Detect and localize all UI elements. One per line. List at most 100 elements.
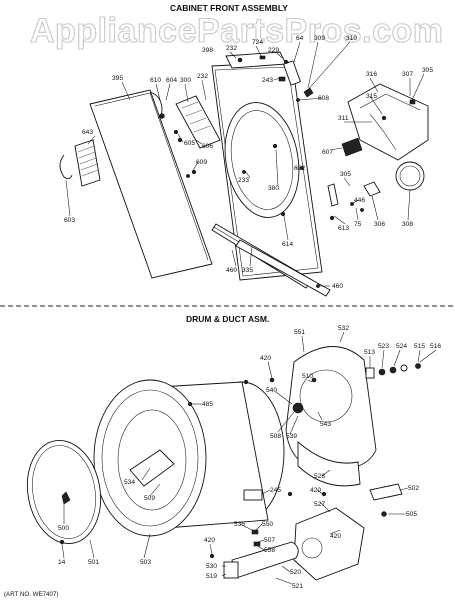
part-label: 420	[310, 487, 321, 494]
part-label: 524	[396, 343, 407, 350]
cabinet-front-assembly	[59, 51, 429, 297]
lint-duct	[347, 83, 429, 161]
part-label: 310	[346, 35, 357, 42]
part-label: 232	[197, 73, 208, 80]
part-label: 608	[318, 95, 329, 102]
front-panel	[89, 89, 213, 279]
part-label: 543	[320, 421, 331, 428]
part-label: 519	[206, 573, 217, 580]
part-label: 609	[196, 159, 207, 166]
part-label: 420	[330, 533, 341, 540]
part-label: 534	[124, 479, 135, 486]
part-label: 420	[260, 355, 271, 362]
part-label: 308	[402, 221, 413, 228]
thermostat	[243, 489, 263, 501]
part-label: 420	[204, 537, 215, 544]
part-label: 503	[140, 559, 151, 566]
part-label: 509	[144, 495, 155, 502]
part-label: 539	[286, 433, 297, 440]
part-label: 500	[58, 525, 69, 532]
part-label: 507	[264, 537, 275, 544]
part-labels-bottom: 551 532 420 513 523 524 515 516 510 540 …	[58, 325, 441, 590]
drum-shaft	[292, 402, 304, 414]
heater-element	[231, 541, 299, 579]
part-label: 309	[314, 35, 325, 42]
bracket-502	[369, 483, 403, 501]
section-title-cabinet-front: CABINET FRONT ASSEMBLY	[170, 3, 288, 13]
part-label: 643	[82, 129, 93, 136]
part-label: 551	[294, 329, 305, 336]
part-label: 614	[282, 241, 293, 248]
part-label: 605	[184, 140, 195, 147]
heater-duct	[297, 441, 361, 487]
part-label: 603	[64, 217, 75, 224]
part-label: 460	[226, 267, 237, 274]
vent-grille	[74, 139, 101, 187]
leader-lines	[61, 41, 437, 585]
part-label: 515	[414, 343, 425, 350]
part-label: 306	[374, 221, 385, 228]
part-label: 316	[366, 71, 377, 78]
part-label: 307	[402, 71, 413, 78]
part-label: 558	[264, 547, 275, 554]
drum-baffle	[129, 449, 175, 487]
part-label: 535	[234, 521, 245, 528]
door-catch	[327, 183, 339, 207]
part-label: 505	[406, 511, 417, 518]
part-label: 521	[292, 583, 303, 590]
door-switch	[159, 113, 165, 119]
part-label: 485	[202, 401, 213, 408]
part-label: 380	[268, 185, 279, 192]
part-label: 513	[364, 349, 375, 356]
part-label: 516	[430, 343, 441, 350]
watermark-text: AppliancePartsPros.com	[30, 12, 443, 50]
part-label: 527	[314, 501, 325, 508]
part-label: 610	[150, 77, 161, 84]
lint-filter-housing	[175, 95, 221, 149]
part-label: 550	[262, 521, 273, 528]
part-label: 607	[322, 149, 333, 156]
door-opening	[224, 102, 300, 218]
section-title-drum-duct: DRUM & DUCT ASM.	[186, 314, 269, 324]
part-label: 530	[206, 563, 217, 570]
part-label: 300	[180, 77, 191, 84]
part-label: 508	[270, 433, 281, 440]
part-label: 520	[290, 569, 301, 576]
part-label: 510	[302, 373, 313, 380]
part-label: 502	[408, 485, 419, 492]
part-label: 523	[378, 343, 389, 350]
bracket	[363, 181, 381, 197]
part-label: 606	[202, 143, 213, 150]
part-label: 398	[202, 47, 213, 54]
part-label: 243	[262, 77, 273, 84]
part-label: 335	[242, 267, 253, 274]
front-bearing-ring	[26, 439, 102, 545]
door-strike	[341, 137, 363, 157]
part-label: 622	[294, 165, 305, 172]
part-label: 501	[88, 559, 99, 566]
part-label: 724	[252, 39, 263, 46]
part-label: 229	[268, 47, 279, 54]
part-label: 233	[238, 177, 249, 184]
part-label: 232	[226, 45, 237, 52]
panel-clip	[59, 154, 73, 180]
bearing-housing	[365, 367, 375, 379]
part-label: 395	[112, 75, 123, 82]
drum-duct-assembly	[26, 346, 421, 581]
part-label: 305	[340, 171, 351, 178]
part-label: 446	[354, 197, 365, 204]
art-number: (ART NO. WE7407)	[4, 591, 58, 598]
part-label: 460	[332, 283, 343, 290]
part-label: 311	[338, 115, 349, 122]
lamp-socket	[282, 60, 302, 86]
part-label: 532	[338, 325, 349, 332]
rear-bulkhead	[285, 346, 377, 471]
part-label: 613	[338, 225, 349, 232]
blower-housing	[293, 507, 365, 581]
part-label: 14	[58, 559, 66, 566]
toe-panel	[235, 239, 331, 297]
part-label: 75	[354, 221, 362, 228]
part-label: 528	[314, 473, 325, 480]
part-label: 315	[366, 93, 377, 100]
